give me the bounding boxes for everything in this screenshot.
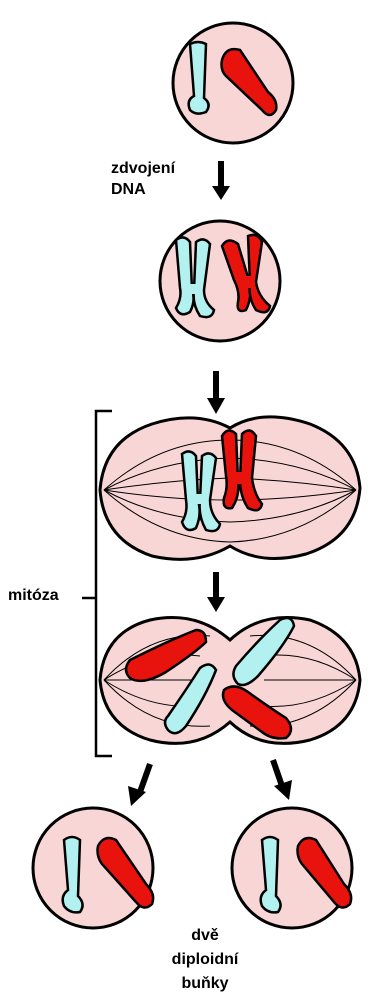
daughter-cells-line-3: buňky xyxy=(150,972,260,996)
dna-replication-line-2: DNA xyxy=(111,179,175,200)
arrow-down-2 xyxy=(207,371,225,414)
arrow-down-1 xyxy=(212,161,230,200)
telophase-cell xyxy=(100,618,360,744)
blue-chromosome xyxy=(261,837,281,912)
blue-chromosome xyxy=(63,837,83,912)
dna-replication-line-1: zdvojení xyxy=(111,158,175,179)
daughter-cells-line-2: diploidní xyxy=(150,948,260,972)
dna-replication-label: zdvojení DNA xyxy=(111,158,175,200)
arrow-down-3 xyxy=(207,572,225,612)
daughter-cell-right xyxy=(232,808,352,928)
blue-chromosome xyxy=(189,42,209,114)
daughter-cells-line-1: dvě xyxy=(150,924,260,948)
replicated-cell xyxy=(160,221,280,341)
daughter-cells-label: dvě diploidní buňky xyxy=(150,924,260,996)
daughter-cell-left xyxy=(33,808,153,928)
original-cell xyxy=(173,23,293,143)
mitosis-label: mitóza xyxy=(8,586,59,606)
arrow-down-left xyxy=(128,764,150,806)
arrow-down-right xyxy=(273,760,292,800)
metaphase-cell xyxy=(100,417,360,559)
